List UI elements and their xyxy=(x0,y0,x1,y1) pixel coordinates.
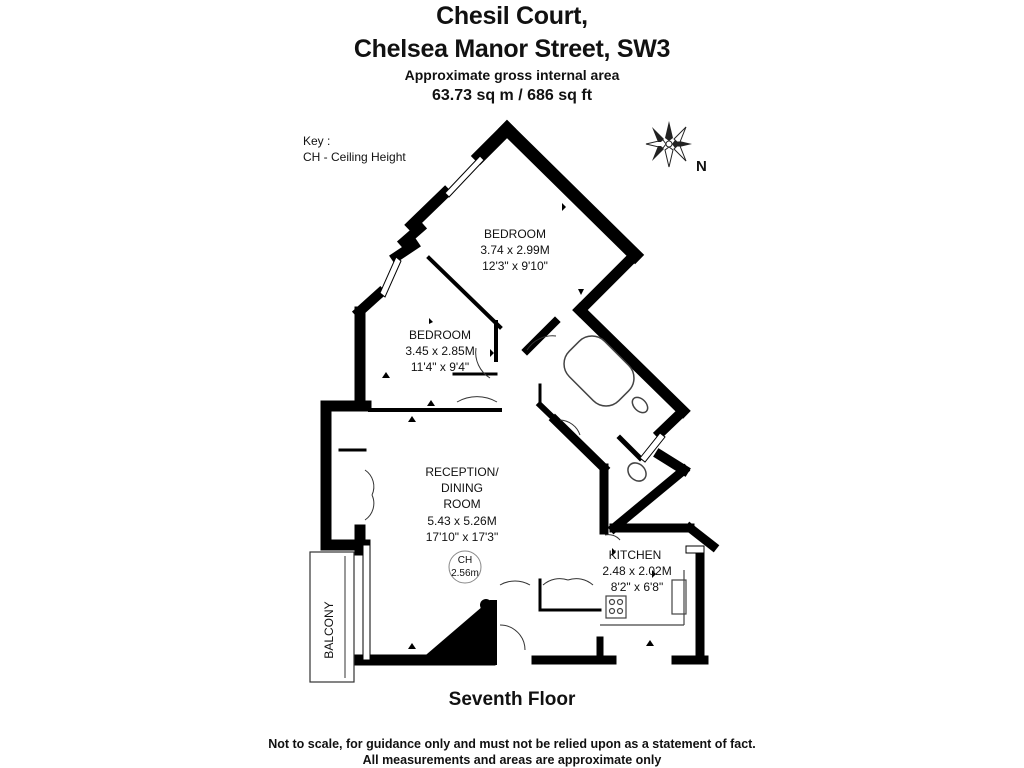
kitchen-metric: 2.48 x 2.02M xyxy=(602,564,671,578)
key-heading: Key : xyxy=(303,134,331,148)
compass-icon xyxy=(645,121,692,168)
bathroom-fixtures xyxy=(563,335,649,482)
hob-icon xyxy=(605,595,627,619)
bedroom1-metric: 3.74 x 2.99M xyxy=(480,243,549,257)
bedroom2-metric: 3.45 x 2.85M xyxy=(405,344,474,358)
door-swings xyxy=(364,335,621,651)
bedroom1-imperial: 12'3" x 9'10" xyxy=(482,259,548,273)
bedroom1-name: BEDROOM xyxy=(484,227,546,241)
compass-north-label: N xyxy=(696,158,707,175)
reception-name-line3: ROOM xyxy=(443,497,480,511)
kitchen-imperial: 8'2" x 6'8" xyxy=(611,580,663,594)
title-line-1: Chesil Court, xyxy=(436,2,588,30)
reception-name-line1: RECEPTION/ xyxy=(425,465,499,479)
wc-icon xyxy=(627,462,647,482)
key-legend: Key : CH - Ceiling Height xyxy=(303,133,406,165)
windows xyxy=(362,155,705,661)
ceiling-height-marker xyxy=(448,550,482,584)
disclaimer-line-2: All measurements and areas are approxima… xyxy=(362,753,662,767)
title-line-2: Chelsea Manor Street, SW3 xyxy=(353,35,671,63)
ceiling-height-value: 2.56m xyxy=(451,568,479,579)
area-value: 63.73 sq m / 686 sq ft xyxy=(431,87,593,104)
sink-icon xyxy=(671,579,687,615)
header: Chesil Court, Chelsea Manor Street, SW3 … xyxy=(0,0,1024,108)
balcony-name: BALCONY xyxy=(322,601,336,658)
floor-label: Seventh Floor xyxy=(448,689,576,710)
bedroom2-name: BEDROOM xyxy=(409,328,471,342)
balcony-outline xyxy=(309,551,355,683)
dimension-markers xyxy=(382,203,656,649)
disclaimer: Not to scale, for guidance only and must… xyxy=(0,736,1024,768)
area-subtitle: Approximate gross internal area xyxy=(404,67,620,83)
disclaimer-line-1: Not to scale, for guidance only and must… xyxy=(268,737,756,751)
key-item: CH - Ceiling Height xyxy=(303,150,406,164)
basin-icon xyxy=(631,396,649,414)
kitchen-name: KITCHEN xyxy=(609,548,662,562)
ceiling-height-label: CH xyxy=(458,555,472,566)
kitchen-fixtures xyxy=(600,570,687,626)
bedroom2-imperial: 11'4" x 9'4" xyxy=(411,360,469,374)
walls xyxy=(320,119,720,666)
reception-imperial: 17'10" x 17'3" xyxy=(426,530,499,544)
bath-icon xyxy=(563,335,635,407)
reception-metric: 5.43 x 5.26M xyxy=(427,514,496,528)
reception-name-line2: DINING xyxy=(441,481,483,495)
